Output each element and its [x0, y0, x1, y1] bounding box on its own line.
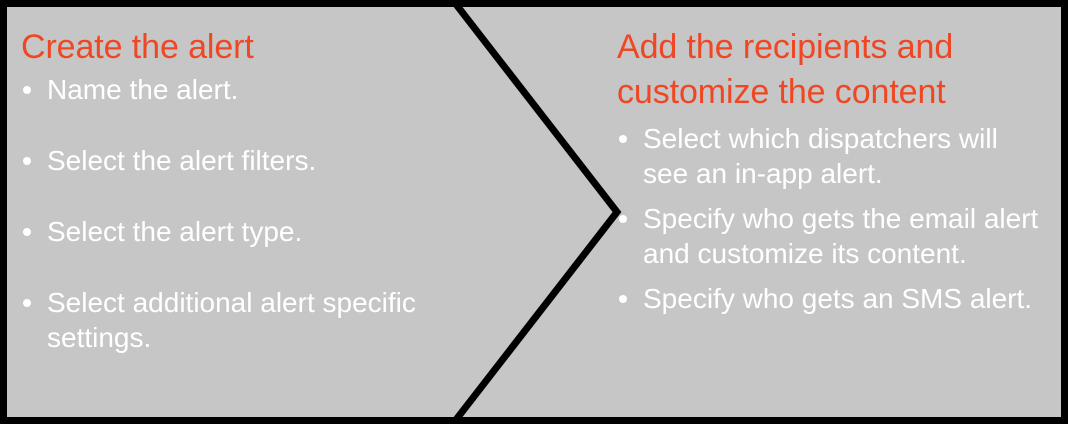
list-item-label: Select additional alert specific setting… [47, 286, 416, 353]
bullet-dot-icon [619, 214, 627, 223]
stage-left-heading: Create the alert [21, 28, 254, 66]
list-item-label: Specify who gets the email alert and cus… [643, 202, 1039, 269]
stage-create-the-alert: Create the alert Name the alert. Select … [7, 7, 453, 355]
list-item: Specify who gets an SMS alert. [617, 281, 1047, 316]
list-item-label: Select which dispatchers will see an in-… [643, 122, 998, 189]
bullet-dot-icon [619, 294, 627, 303]
stage-add-recipients-customize-content: Add the recipients and customize the con… [611, 7, 1055, 326]
list-item-label: Select the alert filters. [47, 144, 317, 176]
list-item: Select which dispatchers will see an in-… [617, 121, 1047, 191]
list-item: Select additional alert specific setting… [21, 285, 443, 355]
bullet-dot-icon [619, 134, 627, 143]
list-item: Specify who gets the email alert and cus… [617, 201, 1047, 271]
bullet-dot-icon [23, 298, 31, 307]
list-item: Select the alert type. [21, 214, 443, 249]
list-item-label: Select the alert type. [47, 215, 303, 247]
list-item-label: Specify who gets an SMS alert. [643, 282, 1033, 314]
bullet-dot-icon [23, 85, 31, 94]
list-item: Name the alert. [21, 72, 443, 107]
bullet-dot-icon [23, 156, 31, 165]
list-item: Select the alert filters. [21, 143, 443, 178]
stage-left-bullet-list: Name the alert. Select the alert filters… [21, 72, 443, 355]
stage-right-heading: Add the recipients and customize the con… [617, 28, 954, 111]
bullet-dot-icon [23, 227, 31, 236]
list-item-label: Name the alert. [47, 73, 239, 105]
stage-right-bullet-list: Select which dispatchers will see an in-… [617, 121, 1047, 316]
